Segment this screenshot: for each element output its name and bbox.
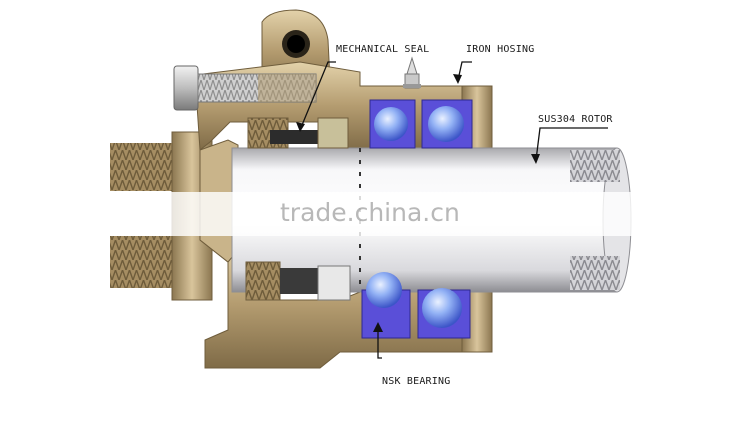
bearing-bottom xyxy=(361,272,471,339)
housing-leader xyxy=(457,61,472,81)
watermark-band xyxy=(110,192,650,236)
bearing-top xyxy=(369,99,473,149)
rotor-leader xyxy=(535,127,608,161)
grease-nipple xyxy=(403,56,421,89)
rotor-thread-bottom xyxy=(570,256,620,290)
rotor-label: SUS304 ROTOR xyxy=(538,114,613,125)
ball xyxy=(374,107,408,141)
bolt xyxy=(173,65,317,111)
inlet-thread-top xyxy=(110,143,176,191)
mechanical-seal xyxy=(245,117,351,301)
bolt-head xyxy=(173,65,199,111)
rotor-thread-top xyxy=(570,150,620,182)
watermark: trade.china.cn xyxy=(280,198,460,227)
ball xyxy=(366,272,402,308)
bearing-label: NSK BEARING xyxy=(382,376,451,387)
seal-leader xyxy=(299,61,336,131)
ball xyxy=(422,288,462,328)
ball xyxy=(428,106,464,142)
bearing-leader xyxy=(377,326,382,359)
inlet-thread-bottom xyxy=(110,236,176,288)
leader-arrows xyxy=(296,74,540,332)
leader-lines xyxy=(299,61,608,359)
iron-housing-label: IRON HOSING xyxy=(466,44,535,55)
mechanical-seal-label: MECHANICAL SEAL xyxy=(336,44,430,55)
